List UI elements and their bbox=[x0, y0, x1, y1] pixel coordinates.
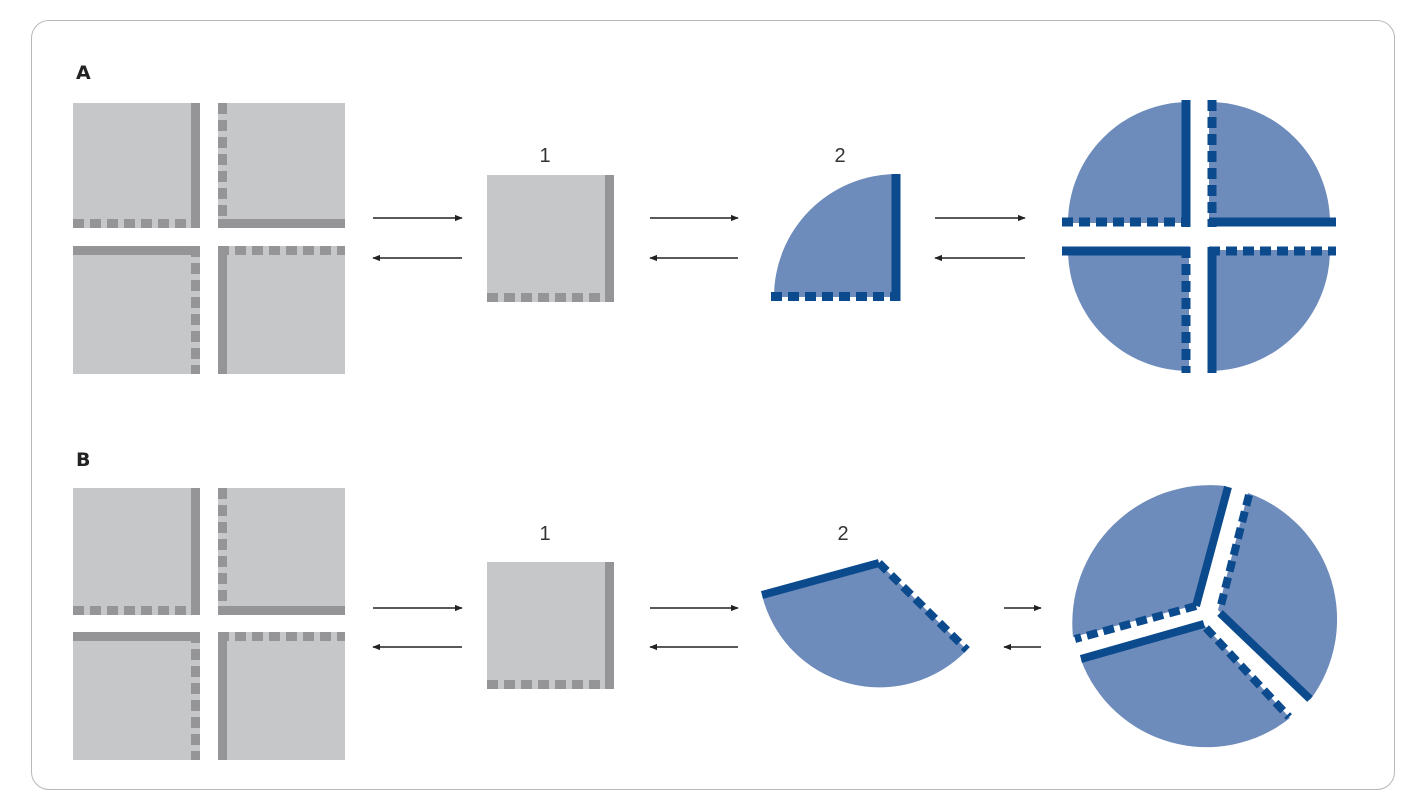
sector bbox=[1072, 485, 1226, 637]
tile bbox=[487, 562, 614, 689]
panel-a: A 1 bbox=[73, 62, 1336, 374]
dashed-edge bbox=[1203, 625, 1292, 720]
sector bbox=[774, 174, 897, 297]
panel-b-square-tiling bbox=[73, 488, 345, 760]
panel-a-sector bbox=[771, 174, 901, 301]
tile bbox=[218, 246, 345, 374]
panel-b-label: B bbox=[76, 449, 90, 471]
step-2-label: 2 bbox=[837, 523, 848, 545]
tile bbox=[218, 632, 345, 760]
tile bbox=[487, 175, 614, 302]
tile bbox=[73, 488, 200, 615]
sector bbox=[1068, 250, 1189, 371]
solid-edge bbox=[1079, 620, 1206, 663]
tile bbox=[218, 488, 345, 615]
sector bbox=[1218, 493, 1338, 700]
panel-a-square-tiling bbox=[73, 103, 345, 374]
panel-b-assembled-disc bbox=[1072, 485, 1338, 748]
dashed-edge bbox=[876, 560, 970, 653]
panel-b-single-tile bbox=[487, 562, 614, 689]
step-1-label: 1 bbox=[539, 145, 550, 167]
sector bbox=[1209, 250, 1330, 371]
sector bbox=[1068, 102, 1189, 223]
dashed-edge bbox=[1073, 602, 1198, 643]
tile bbox=[218, 103, 345, 228]
tile bbox=[73, 246, 200, 374]
panel-b: B 1 2 bbox=[73, 449, 1338, 760]
tile bbox=[73, 632, 200, 760]
sector bbox=[762, 563, 967, 688]
solid-edge bbox=[1192, 485, 1232, 608]
panel-a-assembled-disc bbox=[1062, 100, 1336, 373]
solid-edge bbox=[760, 559, 881, 599]
solid-edge bbox=[1217, 610, 1313, 702]
sector bbox=[1209, 102, 1330, 223]
tile bbox=[73, 103, 200, 228]
panel-a-single-tile bbox=[487, 175, 614, 302]
panel-b-sector bbox=[760, 559, 970, 688]
step-2-label: 2 bbox=[834, 145, 845, 167]
panel-a-label: A bbox=[76, 62, 91, 84]
step-1-label: 1 bbox=[539, 523, 550, 545]
dashed-edge bbox=[1216, 494, 1253, 610]
sector bbox=[1081, 625, 1290, 748]
